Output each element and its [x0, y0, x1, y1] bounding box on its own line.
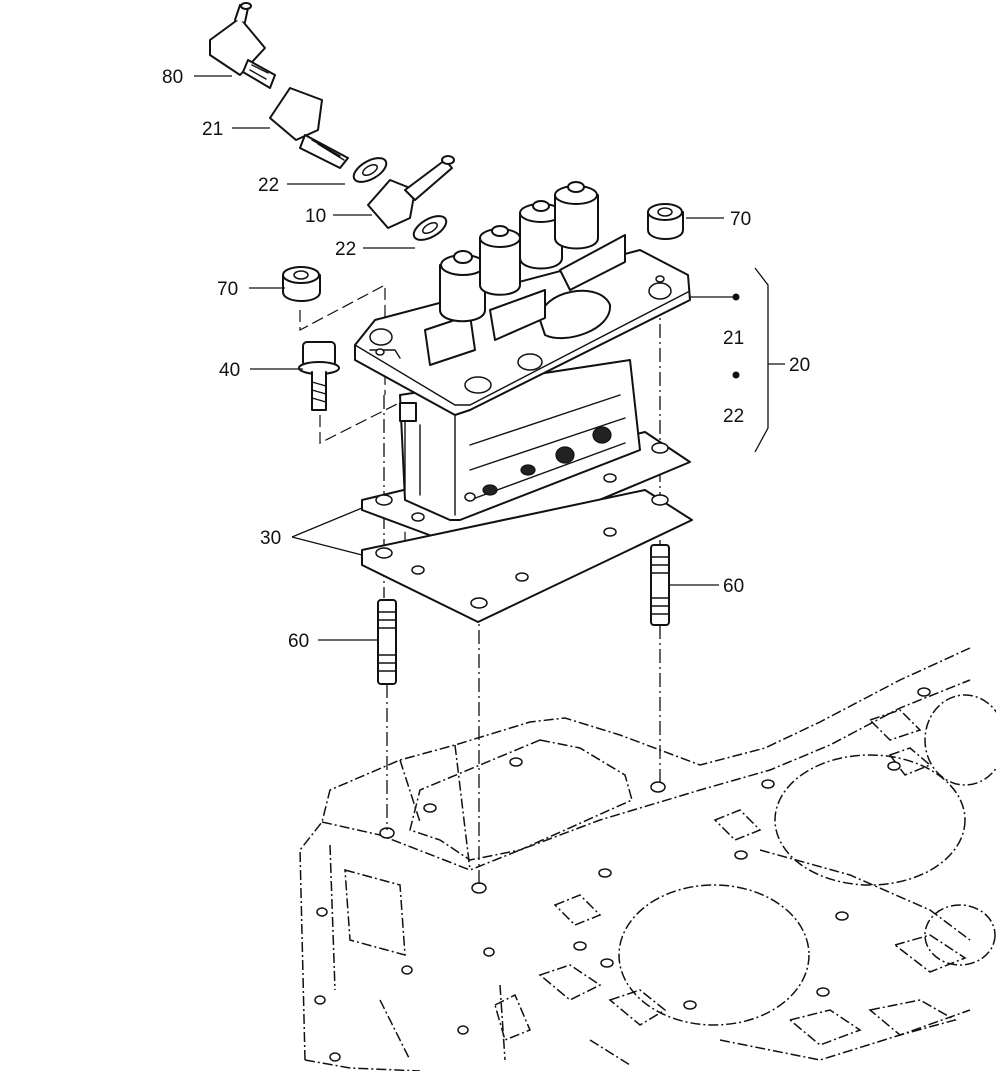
- flange-nut-left: [282, 266, 321, 302]
- callout-20: 20: [789, 355, 810, 376]
- callout-22-lower: 22: [335, 239, 356, 260]
- stud-right: [650, 544, 670, 626]
- flange-bolt: [298, 341, 340, 411]
- callout-10: 10: [305, 206, 326, 227]
- delivery-valve-holder-2: [479, 225, 521, 296]
- callout-22-upper: 22: [258, 175, 279, 196]
- hollow-screw: [269, 87, 349, 169]
- callout-60-left: 60: [288, 631, 309, 652]
- callout-21: 21: [202, 119, 223, 140]
- engine-block-holes: [314, 687, 931, 1062]
- callout-60-right: 60: [723, 576, 744, 597]
- union-fitting: [367, 155, 455, 229]
- callout-30: 30: [260, 528, 281, 549]
- kit-dot-22: [732, 371, 740, 379]
- washer-lower: [412, 215, 448, 241]
- callout-80: 80: [162, 67, 183, 88]
- delivery-valve-holder-4: [554, 181, 599, 250]
- gasket-lower: [361, 489, 693, 623]
- callout-70-right: 70: [730, 209, 751, 230]
- flange-nut-right: [647, 203, 684, 240]
- washer-upper: [352, 157, 388, 183]
- delivery-valve-holder-3: [519, 200, 563, 270]
- injection-pump-body: [354, 234, 691, 521]
- delivery-valve-holder-1: [439, 250, 486, 323]
- engine-block: [299, 647, 996, 1071]
- callout-21-kit: 21: [723, 328, 744, 349]
- stud-left: [377, 599, 397, 685]
- banjo-fitting: [209, 2, 276, 89]
- callout-70-left: 70: [217, 279, 238, 300]
- callout-40: 40: [219, 360, 240, 381]
- callout-22-kit: 22: [723, 406, 744, 427]
- leader-lines: [194, 75, 736, 641]
